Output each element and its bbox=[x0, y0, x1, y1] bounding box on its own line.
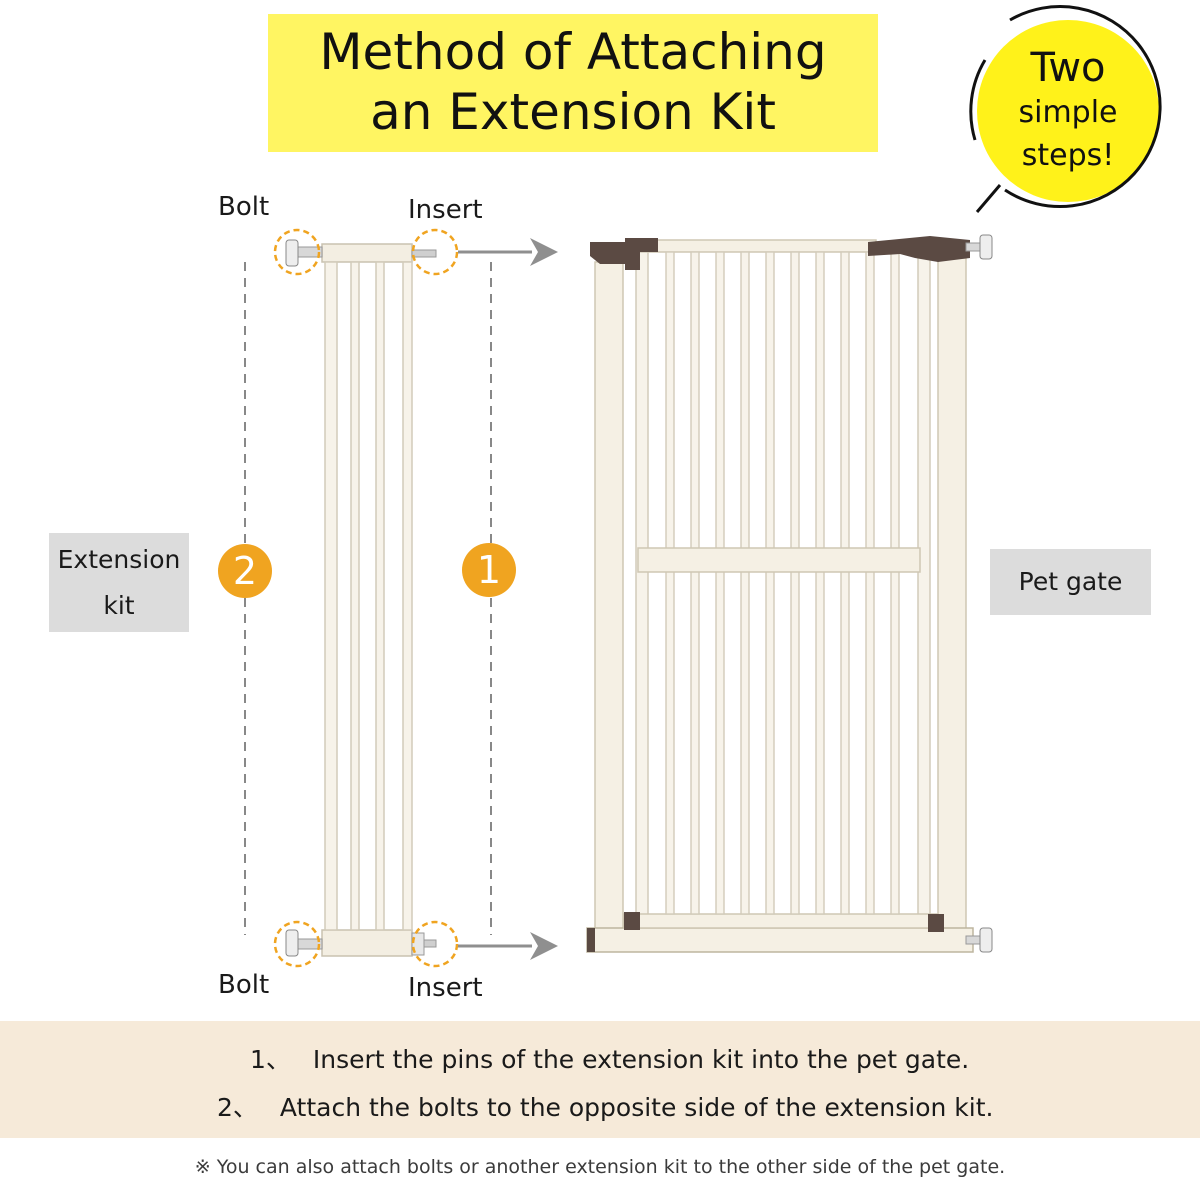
step-1-text: Insert the pins of the extension kit int… bbox=[312, 1045, 970, 1074]
step-2-text: Attach the bolts to the opposite side of… bbox=[279, 1093, 994, 1122]
bubble-line-3: steps! bbox=[1021, 138, 1115, 173]
title-line-2: an Extension Kit bbox=[370, 83, 776, 141]
pet-gate-drawing bbox=[586, 234, 993, 953]
insert-bottom-label: Insert bbox=[408, 973, 483, 1003]
page-title: Method of Attaching an Extension Kit bbox=[268, 22, 878, 142]
gate-illustration bbox=[244, 5, 1162, 968]
extension-kit-drawing bbox=[285, 239, 437, 957]
pet-gate-label: Pet gate bbox=[990, 549, 1151, 615]
bubble-line-2: simple bbox=[1018, 95, 1118, 130]
footnote: ※ You can also attach bolts or another e… bbox=[194, 1156, 1006, 1178]
bolt-bottom-label: Bolt bbox=[218, 970, 270, 1000]
insert-bottom-highlight bbox=[411, 920, 459, 968]
step-1-number: 1、 bbox=[250, 1045, 291, 1074]
speech-bubble bbox=[969, 5, 1162, 213]
arrow-top-icon bbox=[458, 238, 558, 266]
step-2-instruction: 2、 Attach the bolts to the opposite side… bbox=[217, 1088, 993, 1124]
insert-top-label: Insert bbox=[408, 195, 483, 225]
title-banner bbox=[268, 14, 878, 152]
extension-kit-line-2: kit bbox=[103, 591, 135, 620]
step-1-badge: 1 bbox=[462, 543, 516, 597]
instructions-panel bbox=[0, 1021, 1200, 1138]
extension-kit-label: Extension kit bbox=[49, 533, 189, 632]
step-2-number: 2、 bbox=[217, 1093, 258, 1122]
step-1-instruction: 1、 Insert the pins of the extension kit … bbox=[250, 1040, 969, 1076]
bolt-top-highlight bbox=[273, 228, 321, 276]
extension-kit-line-1: Extension bbox=[57, 545, 181, 574]
arrow-bottom-icon bbox=[458, 932, 558, 960]
pet-gate-label-text: Pet gate bbox=[1018, 567, 1123, 596]
title-line-1: Method of Attaching bbox=[319, 23, 827, 81]
step-2-badge: 2 bbox=[218, 544, 272, 598]
bolt-top-label: Bolt bbox=[218, 192, 270, 222]
insert-top-highlight bbox=[411, 228, 459, 276]
speech-bubble-text: Two simple steps! bbox=[1000, 44, 1136, 178]
bolt-bottom-highlight bbox=[273, 920, 321, 968]
bubble-line-1: Two bbox=[1030, 45, 1106, 91]
